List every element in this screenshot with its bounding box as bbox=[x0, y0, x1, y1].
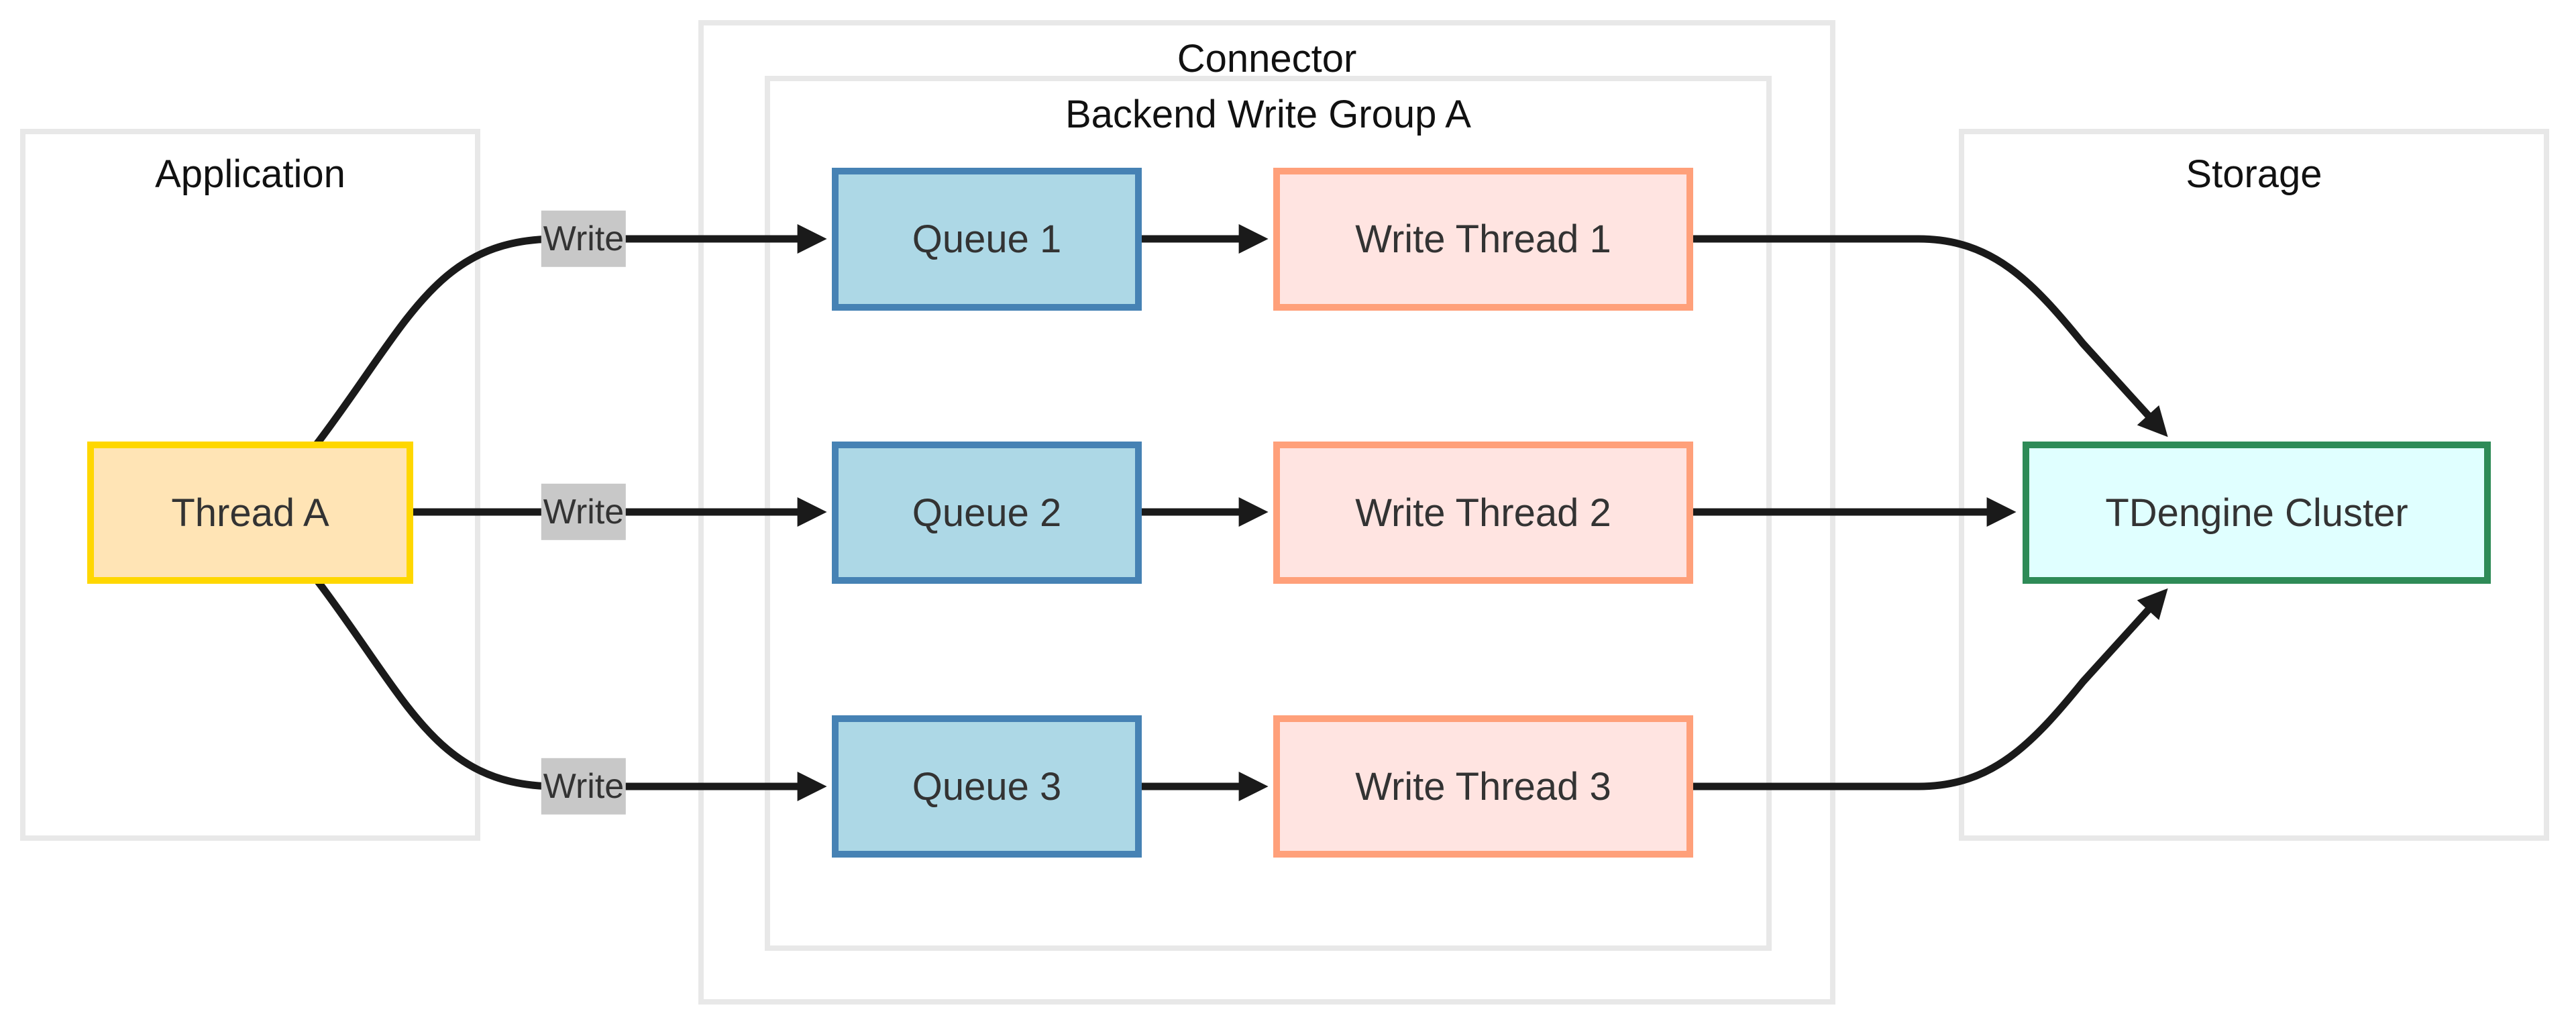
edge-label-write-2: Write bbox=[541, 483, 627, 541]
group-application-title: Application bbox=[155, 152, 345, 196]
edge-write-thread-3-to-tdengine bbox=[1691, 588, 2168, 790]
node-write-thread-3-label: Write Thread 3 bbox=[1355, 764, 1611, 809]
node-queue-2-label: Queue 2 bbox=[912, 491, 1062, 535]
group-storage-title: Storage bbox=[2186, 152, 2322, 196]
node-write-thread-2-label: Write Thread 2 bbox=[1355, 491, 1611, 535]
edge-thread-a-to-queue-1 bbox=[313, 224, 827, 447]
node-write-thread-3: Write Thread 3 bbox=[1273, 715, 1693, 858]
node-write-thread-2: Write Thread 2 bbox=[1273, 442, 1693, 584]
edge-write-thread-1-to-tdengine bbox=[1691, 235, 2168, 438]
node-write-thread-1-label: Write Thread 1 bbox=[1355, 217, 1611, 261]
edge-thread-a-to-queue-3 bbox=[313, 577, 827, 801]
edge-label-write-3: Write bbox=[541, 758, 627, 815]
node-write-thread-1: Write Thread 1 bbox=[1273, 168, 1693, 311]
node-queue-1: Queue 1 bbox=[832, 168, 1142, 311]
node-thread-a: Thread A bbox=[87, 442, 413, 584]
group-connector-title: Connector bbox=[1177, 37, 1357, 81]
node-queue-2: Queue 2 bbox=[832, 442, 1142, 584]
group-backend-write-group-a-title: Backend Write Group A bbox=[1065, 93, 1471, 136]
node-thread-a-label: Thread A bbox=[171, 491, 329, 535]
node-tdengine-cluster: TDengine Cluster bbox=[2023, 442, 2491, 584]
edge-label-write-1: Write bbox=[541, 210, 627, 268]
node-queue-1-label: Queue 1 bbox=[912, 217, 1062, 261]
node-queue-3-label: Queue 3 bbox=[912, 764, 1062, 809]
node-queue-3: Queue 3 bbox=[832, 715, 1142, 858]
node-tdengine-cluster-label: TDengine Cluster bbox=[2105, 491, 2408, 535]
